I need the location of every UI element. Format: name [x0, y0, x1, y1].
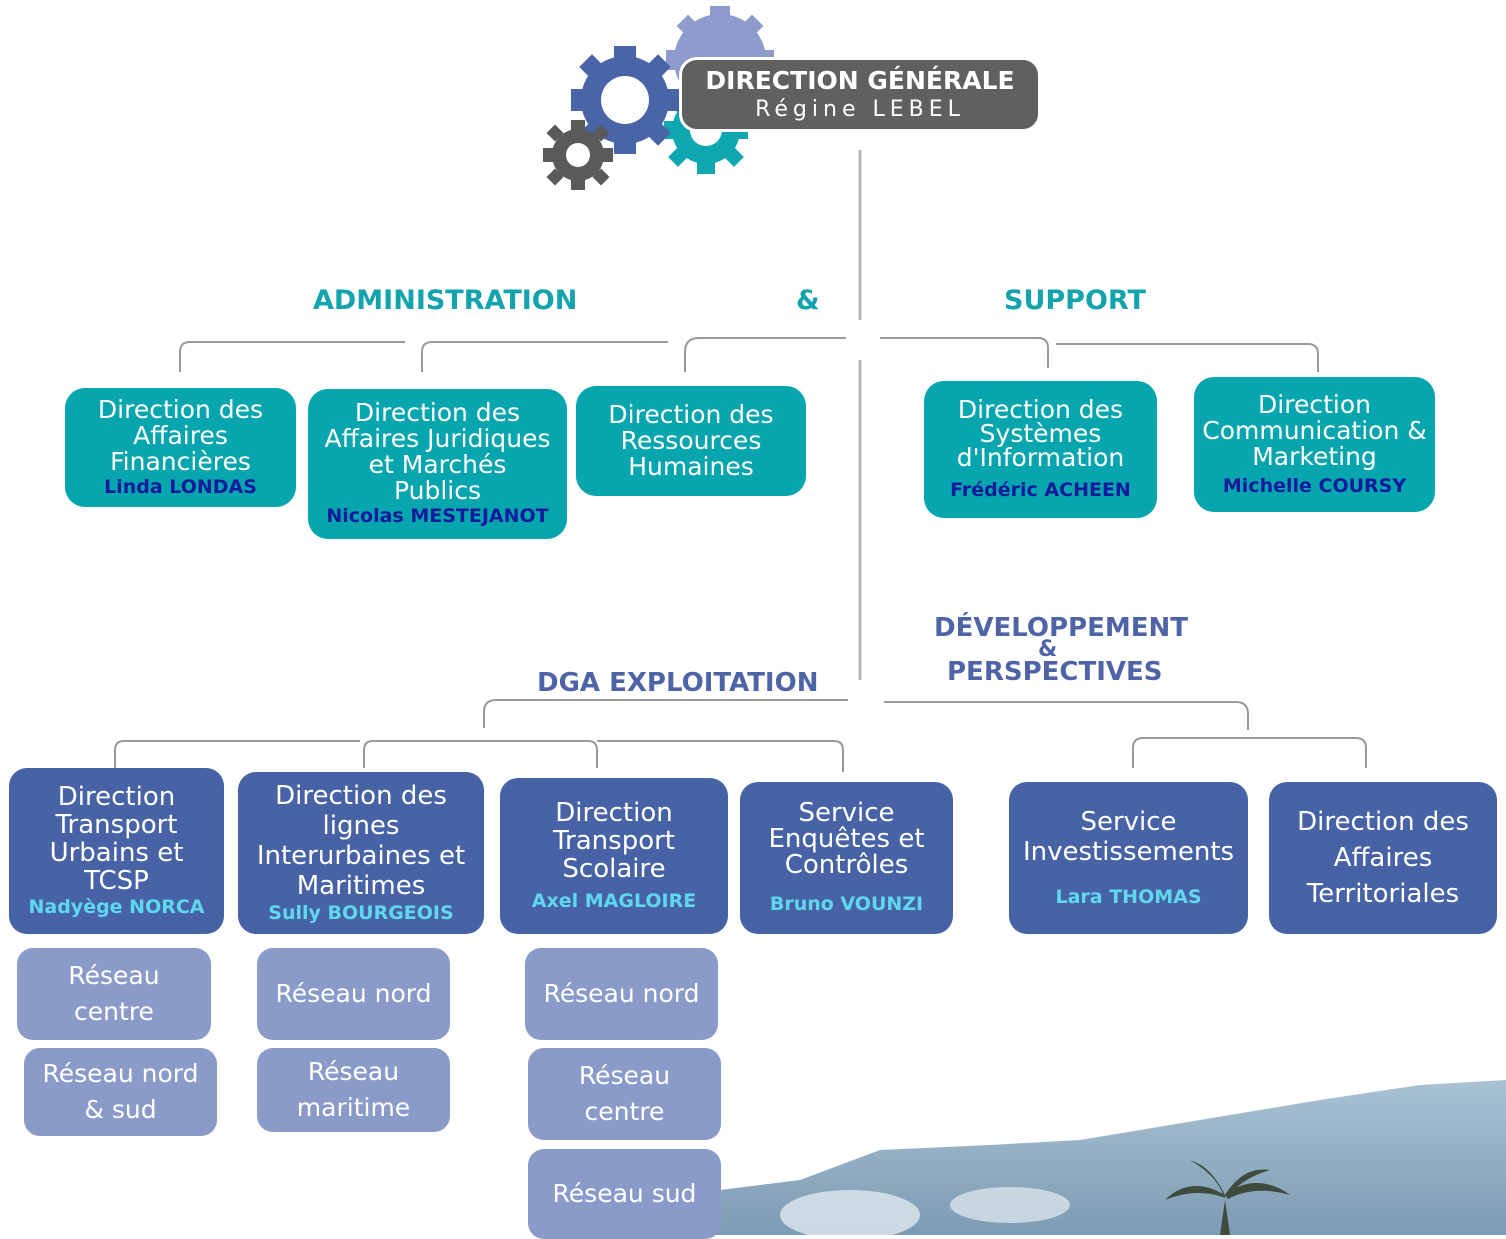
- network-scolaire-centre[interactable]: Réseau centre: [528, 1048, 721, 1140]
- network-label: Réseau nord: [543, 979, 700, 1008]
- gear-gray-icon: [543, 120, 613, 190]
- network-label: Réseau centre: [68, 961, 160, 1026]
- box-person-name: Michelle COURSY: [1222, 474, 1407, 497]
- box-enquetes-controles[interactable]: Service Enquêtes et Contrôles Bruno VOUN…: [740, 782, 953, 934]
- direction-generale-title: DIRECTION GÉNÉRALE: [705, 66, 1015, 95]
- network-label: Réseau maritime: [296, 1057, 411, 1122]
- section-ampersand: &: [796, 285, 820, 316]
- section-administration: ADMINISTRATION: [313, 285, 578, 316]
- box-transport-urbains[interactable]: Direction Transport Urbains et TCSP Nady…: [9, 768, 224, 934]
- box-title: Direction Transport Urbains et TCSP: [49, 782, 184, 896]
- box-lignes-interurbaines[interactable]: Direction des lignes Interurbaines et Ma…: [238, 772, 484, 934]
- box-service-investissements[interactable]: Service Investissements Lara THOMAS: [1009, 782, 1248, 934]
- section-support: SUPPORT: [1004, 285, 1146, 316]
- direction-generale-name: Régine LEBEL: [755, 97, 965, 122]
- gear-blue-icon: [571, 46, 679, 154]
- box-ressources-humaines[interactable]: Direction des Ressources Humaines: [576, 386, 806, 496]
- network-urbain-centre[interactable]: Réseau centre: [17, 948, 211, 1040]
- box-communication-marketing[interactable]: Direction Communication & Marketing Mich…: [1194, 377, 1435, 512]
- box-person-name: Nadyège NORCA: [28, 896, 205, 918]
- box-title: Direction des Affaires Financières: [97, 394, 264, 476]
- box-person-name: Axel MAGLOIRE: [531, 890, 697, 912]
- network-interurbain-nord[interactable]: Réseau nord: [257, 948, 450, 1040]
- box-affaires-financieres[interactable]: Direction des Affaires Financières Linda…: [65, 388, 296, 507]
- network-scolaire-sud[interactable]: Réseau sud: [528, 1149, 721, 1239]
- section-perspectives: PERSPECTIVES: [947, 657, 1163, 687]
- section-developpement: DÉVELOPPEMENT: [934, 613, 1188, 643]
- box-person-name: Sully BOURGEOIS: [268, 902, 454, 924]
- network-label: Réseau nord: [275, 979, 432, 1008]
- direction-generale-box[interactable]: DIRECTION GÉNÉRALE Régine LEBEL: [679, 57, 1041, 132]
- box-person-name: Linda LONDAS: [104, 475, 257, 498]
- box-person-name: Nicolas MESTEJANOT: [326, 505, 549, 527]
- box-title: Service Investissements: [1022, 807, 1235, 867]
- network-urbain-nord-sud[interactable]: Réseau nord & sud: [24, 1048, 217, 1136]
- section-dev-ampersand: &: [1038, 637, 1058, 662]
- box-title: Direction des Systèmes d'Information: [956, 394, 1125, 472]
- network-scolaire-nord[interactable]: Réseau nord: [525, 948, 718, 1040]
- box-affaires-juridiques[interactable]: Direction des Affaires Juridiques et Mar…: [308, 389, 567, 539]
- network-interurbain-maritime[interactable]: Réseau maritime: [257, 1048, 450, 1132]
- box-person-name: Bruno VOUNZI: [769, 893, 924, 915]
- box-person-name: Lara THOMAS: [1055, 886, 1202, 908]
- box-person-name: Frédéric ACHEEN: [950, 478, 1131, 501]
- network-label: Réseau centre: [578, 1061, 671, 1126]
- network-label: Réseau sud: [552, 1179, 697, 1208]
- box-title: Direction des Affaires Juridiques et Mar…: [324, 398, 551, 505]
- box-title: Direction des lignes Interurbaines et Ma…: [256, 781, 466, 901]
- box-title: Direction des Affaires Territoriales: [1297, 807, 1469, 909]
- box-systemes-information[interactable]: Direction des Systèmes d'Information Fré…: [924, 381, 1157, 518]
- box-title: Direction des Ressources Humaines: [608, 400, 774, 481]
- box-transport-scolaire[interactable]: Direction Transport Scolaire Axel MAGLOI…: [500, 778, 728, 934]
- box-affaires-territoriales[interactable]: Direction des Affaires Territoriales: [1269, 782, 1497, 934]
- box-title: Direction Communication & Marketing: [1202, 389, 1427, 471]
- section-dga-exploitation: DGA EXPLOITATION: [537, 668, 819, 698]
- box-title: Direction Transport Scolaire: [552, 798, 675, 884]
- box-title: Service Enquêtes et Contrôles: [768, 798, 925, 880]
- network-label: Réseau nord & sud: [42, 1059, 199, 1124]
